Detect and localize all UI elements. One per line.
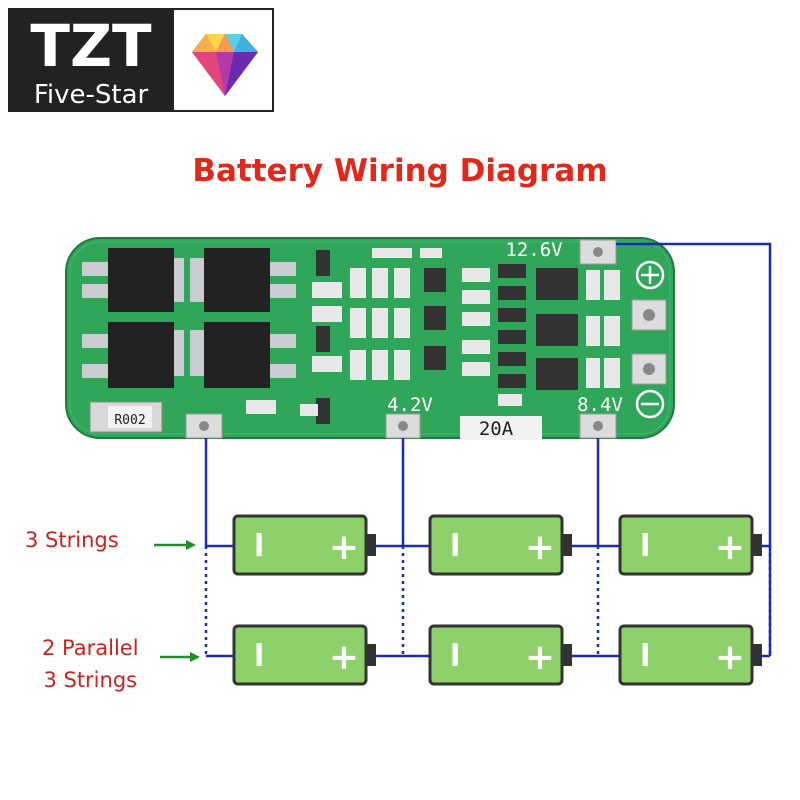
minus-terminal-icon (635, 389, 665, 419)
plus-terminal-icon (635, 260, 665, 290)
mosfet (82, 248, 184, 312)
resistor-label: R002 (114, 413, 145, 428)
battery-positive-symbol: + (329, 527, 359, 568)
battery-positive-symbol: + (715, 527, 745, 568)
config-label-2-parallel: 2 Parallel 3 Strings (42, 632, 139, 696)
config-label-3-strings: 3 Strings (25, 528, 119, 552)
voltage-label-a: 4.2V (387, 394, 433, 416)
battery-cell: l+ (428, 514, 572, 576)
battery-negative-symbol: l (450, 639, 460, 674)
brand-logo: TZT Five-Star (8, 8, 274, 112)
battery-positive-symbol: + (525, 637, 555, 678)
battery-positive-symbol: + (715, 637, 745, 678)
mosfet (190, 248, 296, 312)
battery-cell: l+ (618, 624, 762, 686)
config-label-line2: 3 Strings (43, 668, 138, 692)
battery-negative-symbol: l (640, 529, 650, 564)
diamond-gem-icon (192, 34, 258, 96)
mosfet (190, 322, 296, 388)
logo-brand-text: TZT (30, 12, 152, 80)
protection-board: R002 12.6V 4.2V 8.4V 20A (65, 237, 675, 440)
voltage-label-b: 8.4V (577, 394, 623, 416)
battery-positive-symbol: + (525, 527, 555, 568)
mosfet (82, 322, 184, 388)
battery-cell: l+ (232, 624, 376, 686)
battery-cell: l+ (428, 624, 572, 686)
page-title: Battery Wiring Diagram (192, 153, 608, 189)
battery-positive-symbol: + (329, 637, 359, 678)
arrow-3-strings (154, 540, 196, 550)
battery-negative-symbol: l (254, 529, 264, 564)
smd-components (246, 248, 620, 424)
battery-negative-symbol: l (640, 639, 650, 674)
battery-negative-symbol: l (450, 529, 460, 564)
battery-negative-symbol: l (254, 639, 264, 674)
arrow-2-parallel (160, 652, 200, 662)
parallel-wires (204, 546, 772, 656)
battery-cell: l+ (232, 514, 376, 576)
logo-subtitle-text: Five-Star (34, 80, 149, 110)
battery-cell: l+ (618, 514, 762, 576)
current-label: 20A (479, 418, 514, 440)
voltage-label-top: 12.6V (505, 239, 562, 261)
config-label-line1: 2 Parallel (42, 636, 139, 660)
